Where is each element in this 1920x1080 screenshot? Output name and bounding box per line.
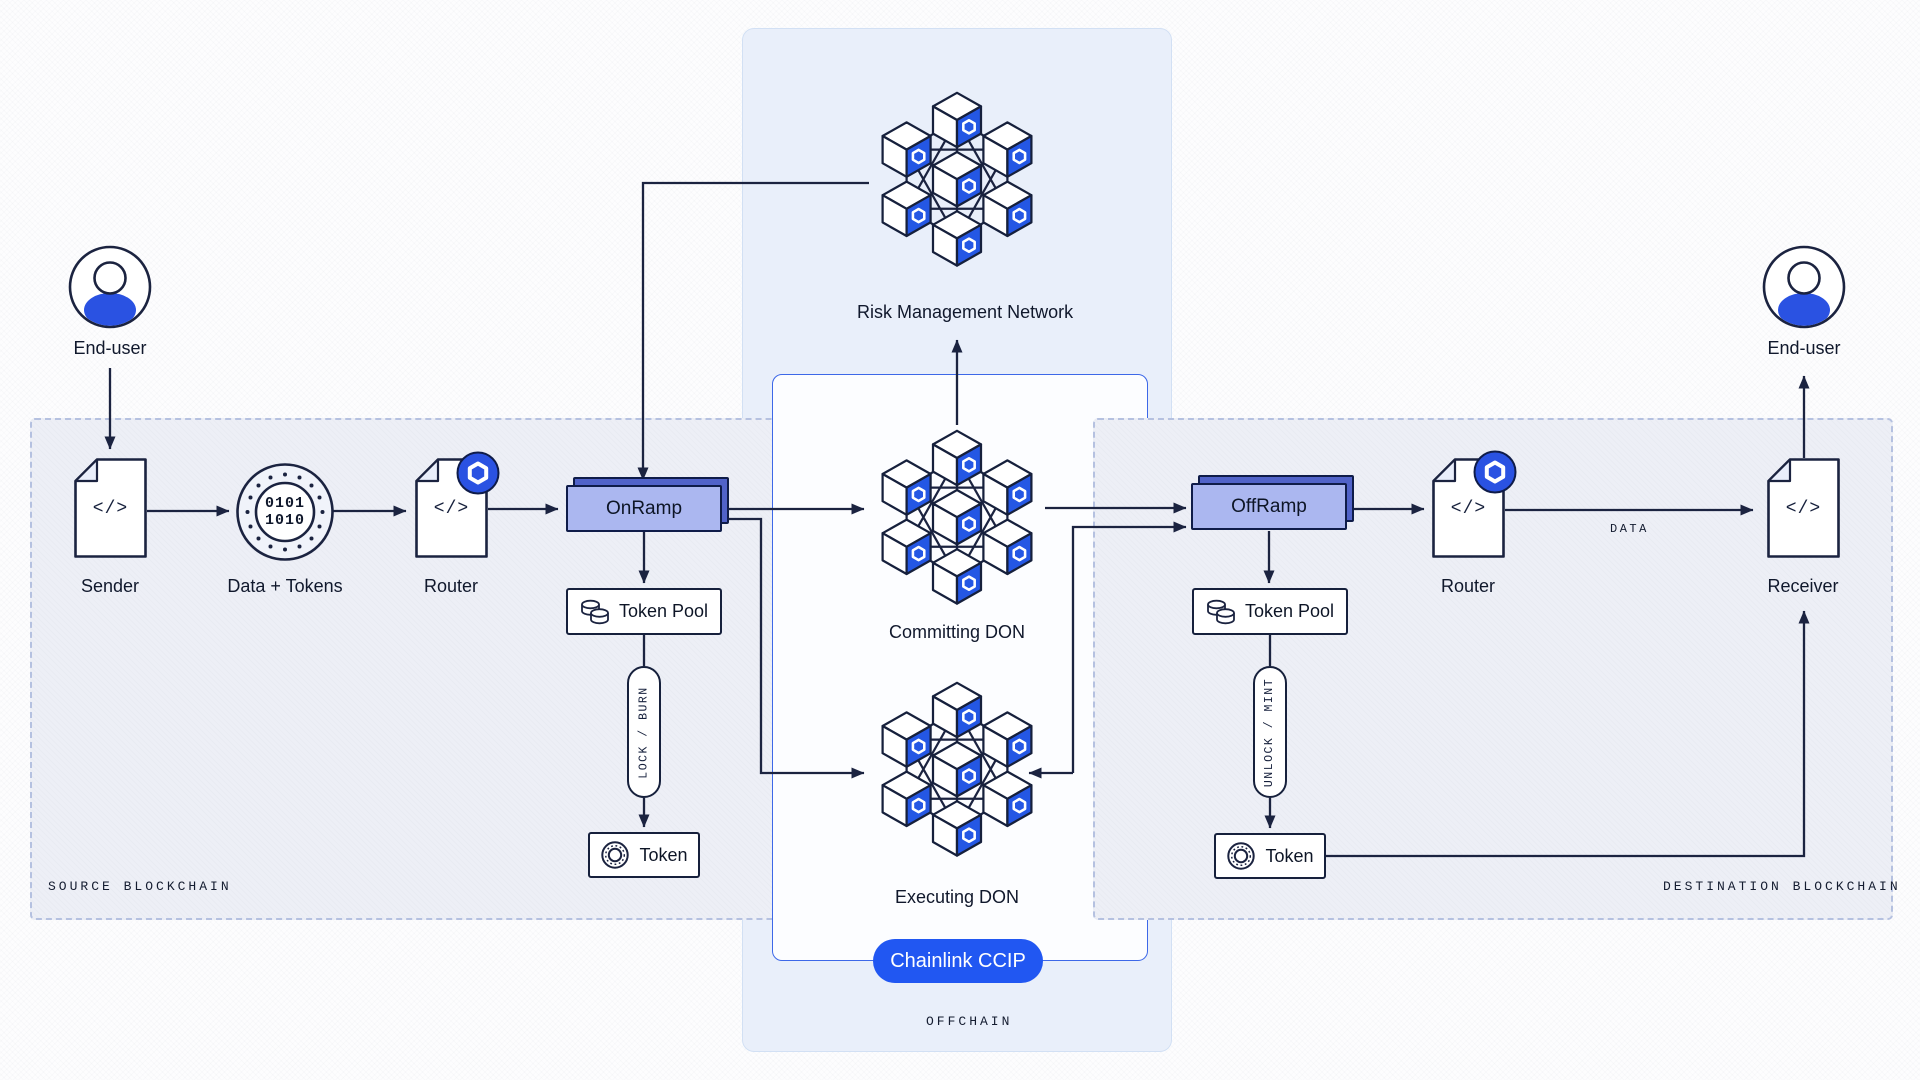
sender-node: </> <box>74 458 147 558</box>
end-user-destination-label: End-user <box>1767 338 1841 358</box>
sender-label: Sender <box>80 576 140 596</box>
source-blockchain-label: SOURCE BLOCKCHAIN <box>48 879 232 894</box>
contract-document-icon <box>74 458 147 558</box>
destination-blockchain-label: DESTINATION BLOCKCHAIN <box>1663 879 1901 894</box>
token-source-node: Token <box>588 832 700 878</box>
code-glyph: </> <box>1450 499 1487 519</box>
token-destination-node: Token <box>1214 833 1326 879</box>
chainlink-badge-icon <box>456 451 500 495</box>
binary-text: 0101 1010 <box>264 495 305 529</box>
receiver-node: </> <box>1767 458 1840 558</box>
token-source-label: Token <box>639 844 688 865</box>
end-user-avatar <box>1761 244 1847 330</box>
chainlink-ccip-label: Chainlink CCIP <box>890 949 1026 972</box>
user-icon <box>1762 245 1846 329</box>
data-arrow-label: DATA <box>1610 522 1649 536</box>
data-coin-icon <box>236 463 334 561</box>
risk-management-network-label: Risk Management Network <box>857 302 1074 322</box>
lock-burn-pill: LOCK / BURN <box>627 666 661 798</box>
end-user-label: End-user <box>73 338 147 358</box>
offramp-label: OffRamp <box>1231 495 1307 517</box>
unlock-mint-pill: UNLOCK / MINT <box>1253 666 1287 798</box>
token-pool-source-label: Token Pool <box>618 601 709 621</box>
end-user-avatar <box>67 244 153 330</box>
lock-burn-label: LOCK / BURN <box>637 685 651 779</box>
committing-don-label: Committing DON <box>888 622 1026 642</box>
code-glyph: </> <box>92 499 129 519</box>
chainlink-ccip-box <box>772 374 1148 961</box>
coin-stack-icon <box>1207 599 1235 624</box>
executing-don-label: Executing DON <box>894 887 1020 907</box>
coin-stack-icon <box>581 599 609 624</box>
token-pool-destination-node: Token Pool <box>1192 588 1348 635</box>
onramp-node: OnRamp <box>566 485 722 532</box>
onramp-label: OnRamp <box>605 497 683 519</box>
offramp-node: OffRamp <box>1191 483 1347 530</box>
router-destination-label: Router <box>1440 576 1496 596</box>
data-tokens-node: 0101 1010 <box>235 462 335 562</box>
code-glyph: </> <box>1785 499 1822 519</box>
token-coin-icon <box>601 841 630 869</box>
token-pool-destination-label: Token Pool <box>1244 601 1335 621</box>
router-source-label: Router <box>423 576 479 596</box>
unlock-mint-label: UNLOCK / MINT <box>1263 677 1277 787</box>
chainlink-ccip-pill: Chainlink CCIP <box>873 939 1043 983</box>
code-glyph: </> <box>433 499 470 519</box>
user-icon <box>68 245 152 329</box>
receiver-label: Receiver <box>1767 576 1839 596</box>
chainlink-badge-icon <box>1473 450 1517 494</box>
token-pool-source-node: Token Pool <box>566 588 722 635</box>
token-destination-label: Token <box>1265 845 1314 866</box>
contract-document-icon <box>1767 458 1840 558</box>
data-tokens-label: Data + Tokens <box>227 576 343 596</box>
offchain-label: OFFCHAIN <box>926 1014 1013 1029</box>
token-coin-icon <box>1227 842 1256 870</box>
